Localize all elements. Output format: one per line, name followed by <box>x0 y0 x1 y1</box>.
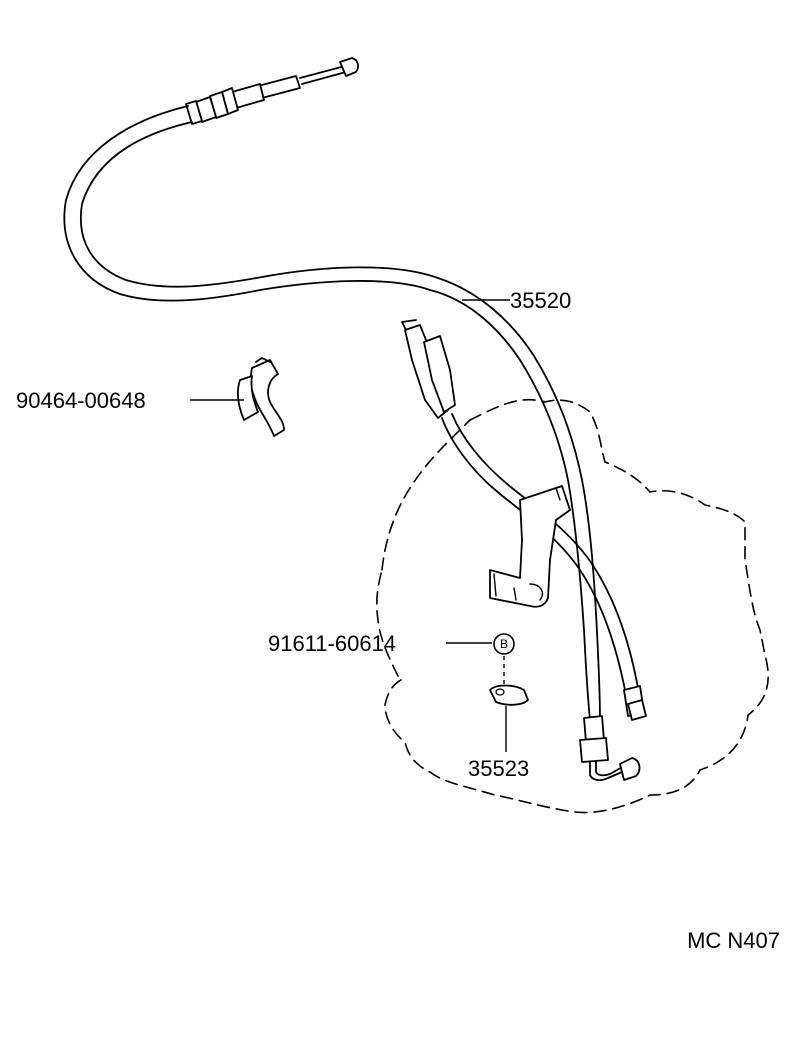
diagram-reference-code: MC N407 <box>687 928 780 953</box>
bolt-callout-letter: B <box>500 637 508 651</box>
throttle-cable <box>63 57 641 782</box>
part-label-bracket: 35523 <box>468 756 529 781</box>
part-label-bolt: 91611-60614 <box>268 631 396 656</box>
cable-support-bracket <box>489 485 571 608</box>
bolt-callout: B <box>493 633 515 684</box>
leader-lines <box>190 299 510 752</box>
bolt-callout-circle <box>493 633 515 655</box>
bracket-plate-drawing <box>489 684 529 706</box>
transmission-housing-outline <box>375 398 769 814</box>
cable-clamp-drawing <box>237 357 285 437</box>
part-label-throttle-cable: 35520 <box>510 288 571 313</box>
part-label-cable-clamp: 90464-00648 <box>16 388 146 413</box>
